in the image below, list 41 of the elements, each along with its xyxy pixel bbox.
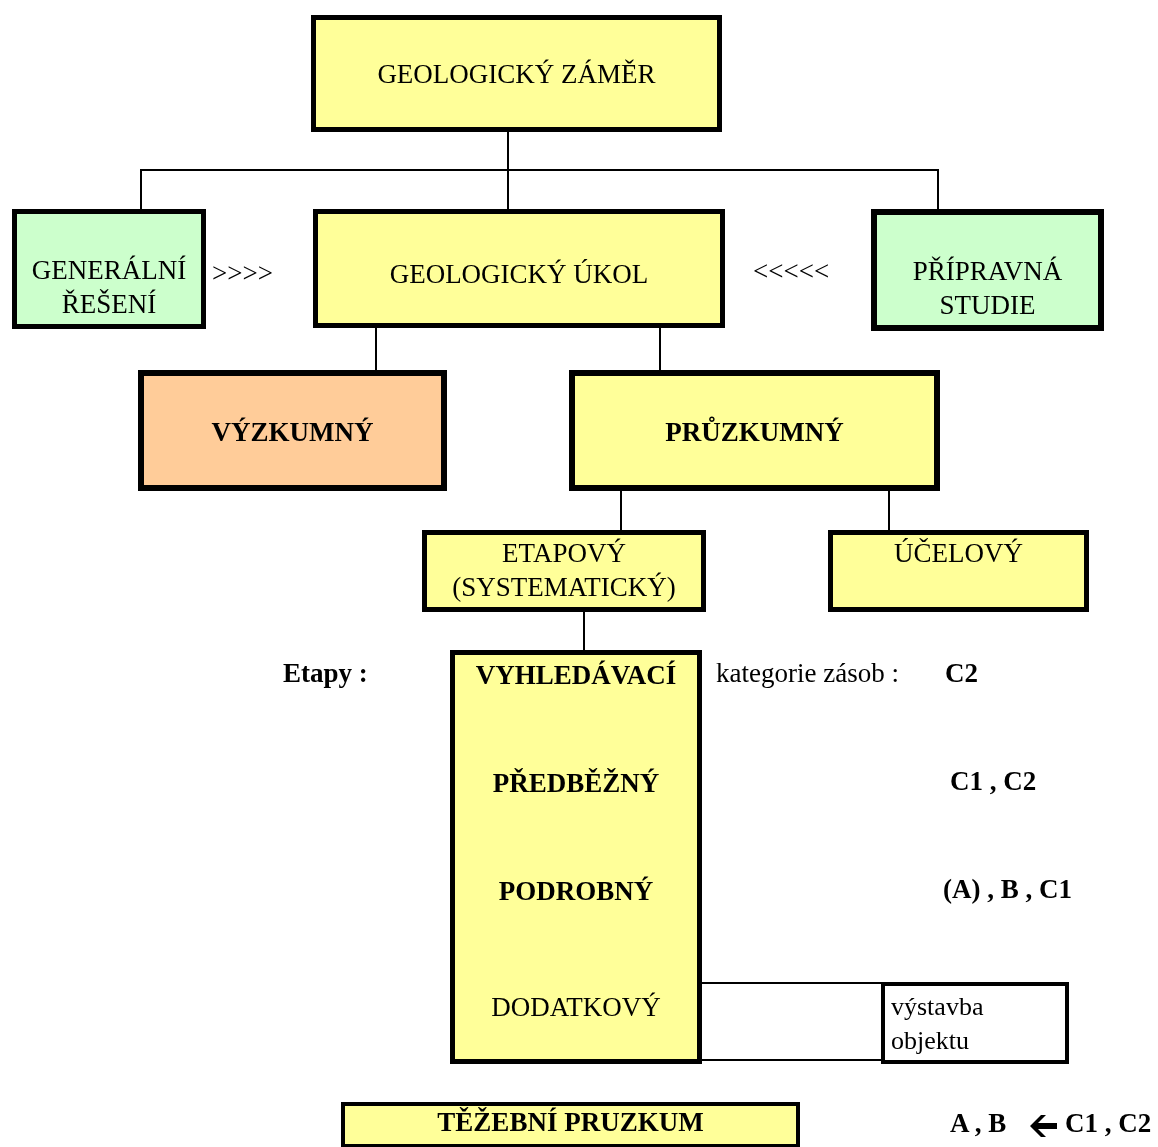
- category-value: (A) , B , C1: [943, 874, 1072, 905]
- category-heading: kategorie zásob :: [716, 658, 899, 689]
- stage-heading: Etapy :: [283, 658, 368, 689]
- process-box: [138, 370, 447, 491]
- node-label: DODATKOVÝ: [490, 991, 662, 1024]
- connector-line: [659, 327, 661, 371]
- node-label: TĚŽEBNÍ PRUZKUM: [436, 1106, 705, 1139]
- node-label: ETAPOVÝ (SYSTEMATICKÝ): [451, 537, 677, 604]
- connector-line: [701, 1059, 882, 1061]
- node-label: GENERÁLNÍ ŘEŠENÍ: [30, 254, 188, 321]
- category-value: C1 , C2: [1065, 1108, 1152, 1139]
- process-box: [311, 15, 722, 132]
- chevron-label: >>>>: [212, 258, 273, 289]
- node-label: ÚČELOVÝ: [893, 537, 1024, 570]
- node-label: PODROBNÝ: [497, 875, 655, 908]
- category-value: C2: [945, 658, 978, 689]
- process-box: [341, 1102, 800, 1147]
- chevron-label: <<<<<: [753, 256, 830, 287]
- category-value: A , B: [950, 1108, 1007, 1139]
- node-label: výstavba objektu: [891, 991, 985, 1057]
- connector-line: [701, 982, 882, 984]
- node-label: PRŮZKUMNÝ: [664, 416, 845, 449]
- process-box: [871, 209, 1104, 331]
- process-box: [422, 530, 706, 612]
- process-box: [313, 209, 725, 328]
- node-label: PŘÍPRAVNÁ STUDIE: [911, 255, 1064, 322]
- connector-line: [620, 490, 622, 531]
- connector-line: [888, 490, 890, 531]
- node-label: PŘEDBĚŽNÝ: [491, 767, 661, 800]
- node-label: VÝZKUMNÝ: [210, 416, 375, 449]
- connector-line: [583, 611, 585, 651]
- stage-box: [450, 650, 702, 1064]
- node-label: GEOLOGICKÝ ÚKOL: [388, 258, 650, 291]
- note-box: [881, 982, 1069, 1064]
- connector-line: [375, 327, 377, 371]
- process-box: [569, 370, 940, 491]
- node-label: VYHLEDÁVACÍ: [474, 659, 678, 692]
- process-box: [828, 530, 1089, 612]
- process-box: [12, 209, 206, 329]
- node-label: GEOLOGICKÝ ZÁMĚR: [376, 58, 657, 91]
- category-value: C1 , C2: [950, 766, 1037, 797]
